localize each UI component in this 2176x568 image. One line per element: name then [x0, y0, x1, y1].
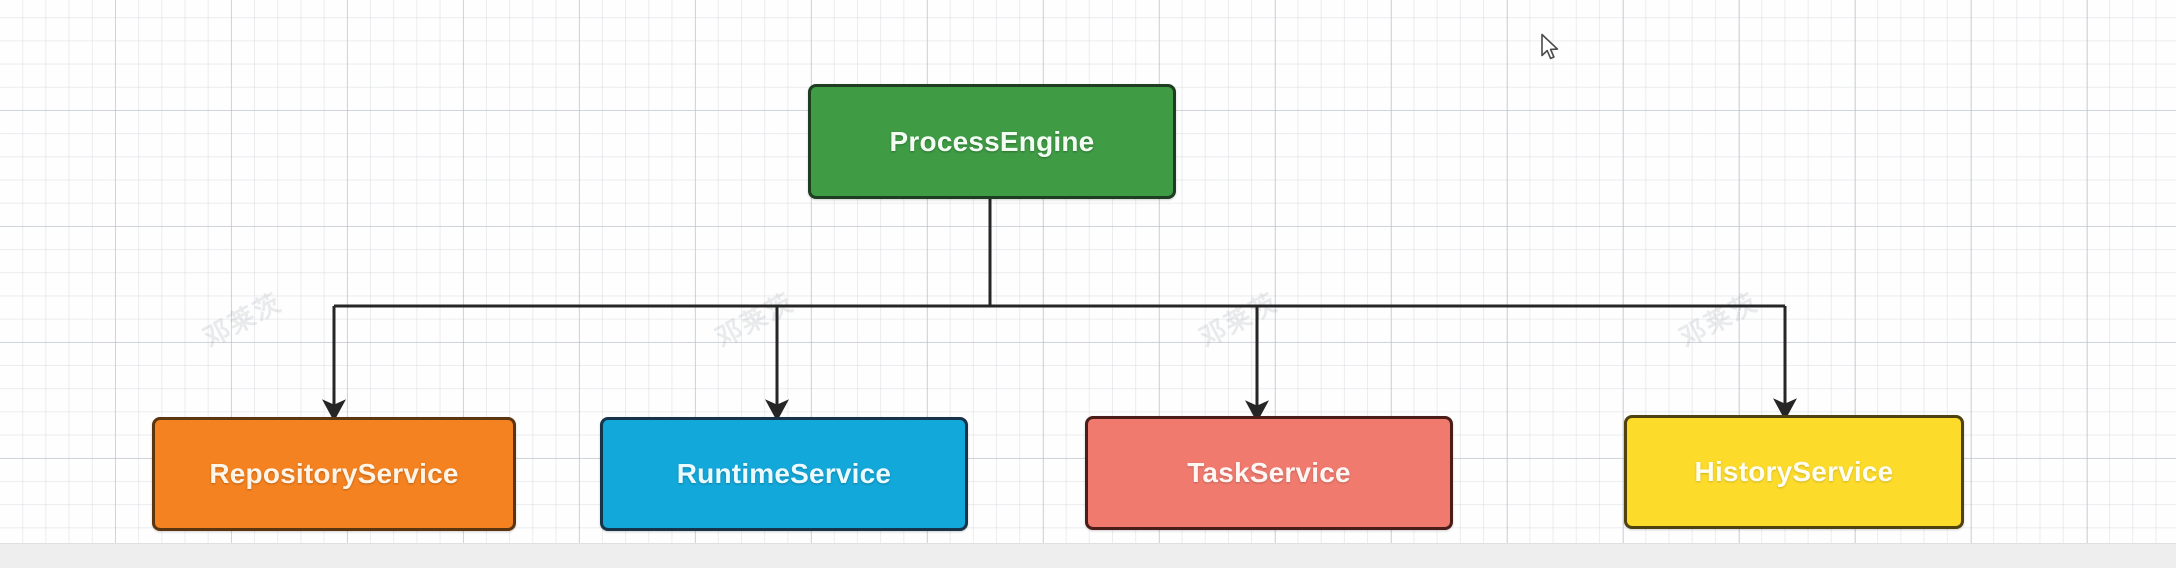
node-taskservice[interactable]: TaskService: [1085, 416, 1453, 530]
node-repositoryservice[interactable]: RepositoryService: [152, 417, 516, 531]
node-historyservice[interactable]: HistoryService: [1624, 415, 1964, 529]
node-repositoryservice-label: RepositoryService: [209, 458, 459, 489]
footer-strip: [0, 543, 2176, 568]
node-runtimeservice-label: RuntimeService: [676, 458, 892, 489]
node-processengine-label: ProcessEngine: [889, 125, 1095, 157]
node-taskservice-label: TaskService: [1187, 457, 1351, 488]
node-historyservice-label: HistoryService: [1694, 456, 1894, 487]
node-runtimeservice[interactable]: RuntimeService: [600, 417, 968, 531]
node-processengine[interactable]: ProcessEngine: [808, 84, 1176, 199]
